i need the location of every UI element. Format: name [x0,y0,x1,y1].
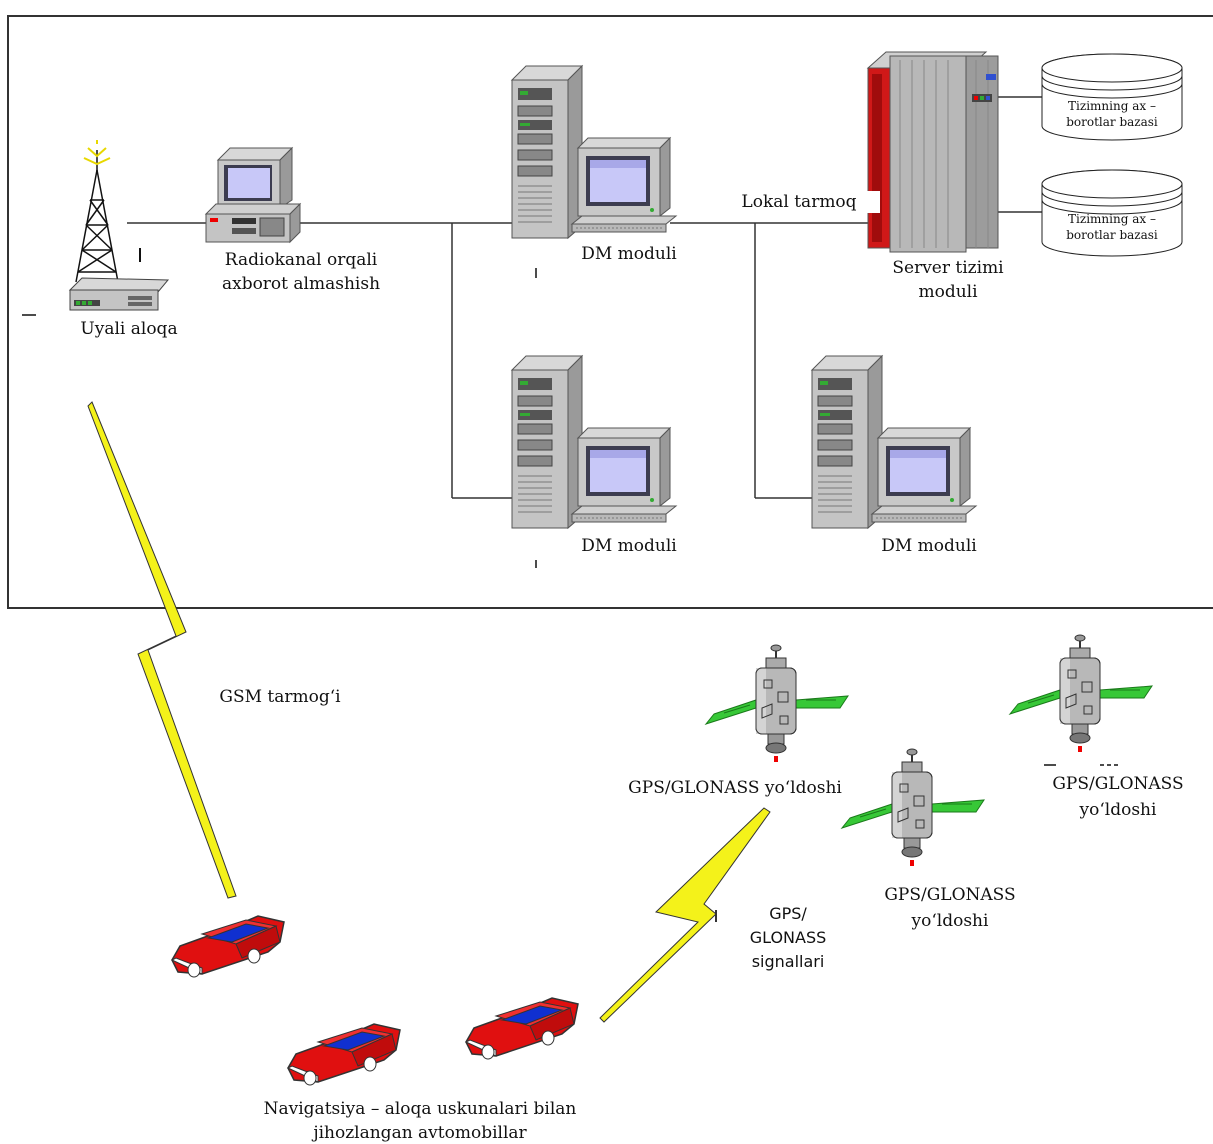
satellite-icon-2 [1009,634,1153,753]
satellite-2-label-line1: GPS/GLONASS [1052,774,1184,794]
satellite-icon-3 [841,748,985,867]
cell-tower-label: Uyali aloqa [80,319,178,339]
dm-module-top-label: DM moduli [581,244,677,264]
satellite-icon-1 [705,644,849,763]
dm-module-bottom-left-label: DM moduli [581,536,677,556]
dm-module-bottom-right-icon [811,355,977,529]
server-module-label-line1: Server tizimi [892,258,1004,278]
radio-channel-label-line1: Radiokanal orqali [224,250,378,270]
local-network-label: Lokal tarmoq [718,191,880,213]
radio-terminal-icon [204,146,302,244]
radio-channel-label-line2: axborot almashish [221,274,381,294]
gps-signals-label-line2: GLONASS [749,928,827,947]
cars-label-line2: jihozlangan avtomobillar [313,1123,527,1143]
cars-label-line1: Navigatsiya – aloqa uskunalari bilan [263,1099,577,1119]
database-1-label-line1: Tizimning ax – [1068,99,1156,113]
cell-tower-icon [68,140,170,311]
satellite-3-label-line2: yo‘ldoshi [911,911,989,931]
car-icon-2 [287,1023,401,1086]
local-network-boundary [7,15,1213,609]
gps-signals-label-line1: GPS/ [769,904,807,923]
gps-signals-label-line3: signallari [751,952,825,971]
network-links [127,96,1044,499]
database-1-label-line2: borotlar bazasi [1066,115,1158,129]
dm-module-bottom-right-label: DM moduli [881,536,977,556]
mainframe-server-icon [866,51,999,253]
satellite-1-label: GPS/GLONASS yo‘ldoshi [628,778,842,798]
server-module-label-line2: moduli [918,282,978,302]
car-icon-1 [171,915,285,978]
database-2-label-line1: Tizimning ax – [1068,212,1156,226]
dm-module-top-icon [511,65,677,239]
car-icon-3 [465,997,579,1060]
gps-signal-lightning-bolt-icon [599,807,771,1023]
database-2-label-line2: borotlar bazasi [1066,228,1158,242]
dm-module-bottom-left-icon [511,355,677,529]
gsm-network-label: GSM tarmog‘i [219,687,341,707]
satellite-2-label-line2: yo‘ldoshi [1079,800,1157,820]
gsm-lightning-bolt-icon [87,401,237,899]
satellite-3-label-line1: GPS/GLONASS [884,885,1016,905]
